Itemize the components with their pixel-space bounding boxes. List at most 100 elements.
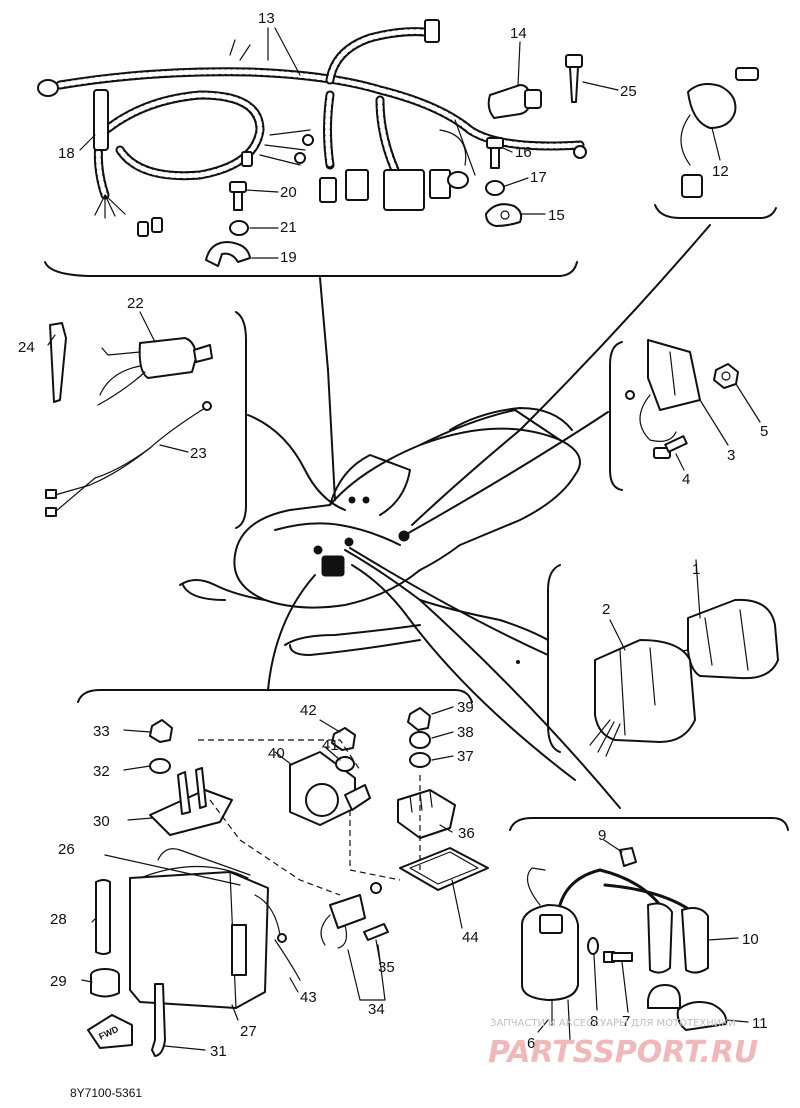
regulator-part-3	[625, 339, 701, 442]
washer-part-38	[409, 731, 431, 749]
dashed-assembly-lines	[198, 739, 421, 896]
plug-cap-part-10	[598, 868, 709, 974]
battery-part-27	[129, 865, 287, 1009]
callout-44: 44	[462, 929, 479, 946]
callout-25: 25	[620, 83, 637, 100]
callout-7: 7	[622, 1013, 630, 1030]
assembly-leader-lines	[247, 224, 711, 809]
callout-40: 40	[268, 745, 285, 762]
callout-23: 23	[190, 445, 207, 462]
callout-6: 6	[527, 1035, 535, 1052]
callout-12: 12	[712, 163, 729, 180]
callout-42: 42	[300, 702, 317, 719]
washer-part-37	[409, 752, 431, 768]
nut-part-42	[331, 727, 356, 751]
washer-part-32	[149, 758, 171, 774]
callout-35: 35	[378, 959, 395, 976]
clamp-part-15	[485, 203, 523, 227]
callout-4: 4	[682, 471, 690, 488]
callout-26: 26	[58, 841, 75, 858]
rectifier-part-36	[397, 789, 456, 839]
screw-part-25	[565, 54, 583, 103]
watermark-tagline: ЗАПЧАСТИ И АКСЕССУАРЫ ДЛЯ МОТОТЕХНИКИ	[490, 1018, 736, 1029]
fuse-holder-part-34	[320, 882, 382, 949]
clamp-part-9	[619, 847, 637, 867]
bolt-part-4	[653, 435, 688, 459]
callout-33: 33	[93, 723, 110, 740]
watermark: ЗАПЧАСТИ И АКСЕССУАРЫ ДЛЯ МОТОТЕХНИКИ PA…	[488, 1018, 758, 1070]
callout-34: 34	[368, 1001, 385, 1018]
collar-part-14	[487, 84, 542, 119]
fuse-part-35	[363, 923, 389, 941]
watermark-logo: PARTSSPORT.RU	[488, 1035, 758, 1070]
nut-part-21	[229, 220, 249, 236]
cdi-unit-part-2	[589, 639, 696, 757]
callout-30: 30	[93, 813, 110, 830]
fwd-arrow	[87, 1014, 133, 1049]
callout-38: 38	[457, 724, 474, 741]
callout-8: 8	[590, 1013, 598, 1030]
switch-part-12	[680, 67, 759, 198]
callout-32: 32	[93, 763, 110, 780]
washer-part-41	[335, 756, 355, 772]
ignition-coil-part-6	[521, 867, 602, 1041]
callout-16: 16	[515, 144, 532, 161]
callout-18: 18	[58, 145, 75, 162]
bolt-part-7	[603, 951, 633, 963]
callout-17: 17	[530, 169, 547, 186]
callout-31: 31	[210, 1043, 227, 1060]
group-brackets	[44, 204, 789, 831]
callout-39: 39	[457, 699, 474, 716]
damper-part-29	[90, 968, 120, 998]
callout-14: 14	[510, 25, 527, 42]
callout-21: 21	[280, 219, 297, 236]
nut-part-33	[149, 719, 173, 743]
callout-9: 9	[598, 827, 606, 844]
nut-part-39	[407, 707, 431, 731]
callout-10: 10	[742, 931, 759, 948]
callout-19: 19	[280, 249, 297, 266]
callout-29: 29	[50, 973, 67, 990]
callout-43: 43	[300, 989, 317, 1006]
callout-24: 24	[18, 339, 35, 356]
bolt-part-16	[486, 137, 504, 169]
callout-leaders	[47, 27, 761, 1051]
callout-37: 37	[457, 748, 474, 765]
drawing-code: 8Y7100-5361	[70, 1086, 142, 1100]
clamp-part-24	[49, 322, 67, 403]
callout-13: 13	[258, 10, 275, 27]
nut-part-17	[485, 180, 505, 196]
relay-part-40	[289, 751, 371, 826]
clamp-part-19	[205, 241, 251, 267]
callout-11: 11	[752, 1015, 768, 1032]
lead-part-43	[274, 939, 301, 981]
wire-harness-part	[37, 19, 587, 237]
callout-36: 36	[458, 825, 475, 842]
snowmobile-body	[179, 407, 581, 664]
clamp-part-18	[93, 89, 109, 151]
callout-5: 5	[760, 423, 768, 440]
callout-3: 3	[727, 447, 735, 464]
nut-part-5	[713, 363, 739, 389]
wire-lead-part-23	[45, 401, 212, 517]
cdi-unit-part-1	[659, 598, 779, 680]
callout-22: 22	[127, 295, 144, 312]
callout-15: 15	[548, 207, 565, 224]
callout-41: 41	[322, 737, 339, 754]
hold-down-rod-part-31	[151, 983, 166, 1057]
bracket-part-30	[149, 767, 233, 836]
washer-part-8	[587, 937, 599, 955]
plate-part-44	[399, 847, 489, 891]
callout-27: 27	[240, 1023, 257, 1040]
tube-part-28	[95, 879, 111, 955]
bolt-part-20	[229, 181, 247, 211]
rubber-cap-part-11	[647, 984, 728, 1031]
callout-20: 20	[280, 184, 297, 201]
callout-1: 1	[692, 561, 700, 578]
strap-part-26	[104, 848, 251, 886]
callout-numbers: 13 14 25 18 12 16 17 20 15 21 19 22 24 2…	[18, 10, 768, 1060]
callout-2: 2	[602, 601, 610, 618]
callout-28: 28	[50, 911, 67, 928]
